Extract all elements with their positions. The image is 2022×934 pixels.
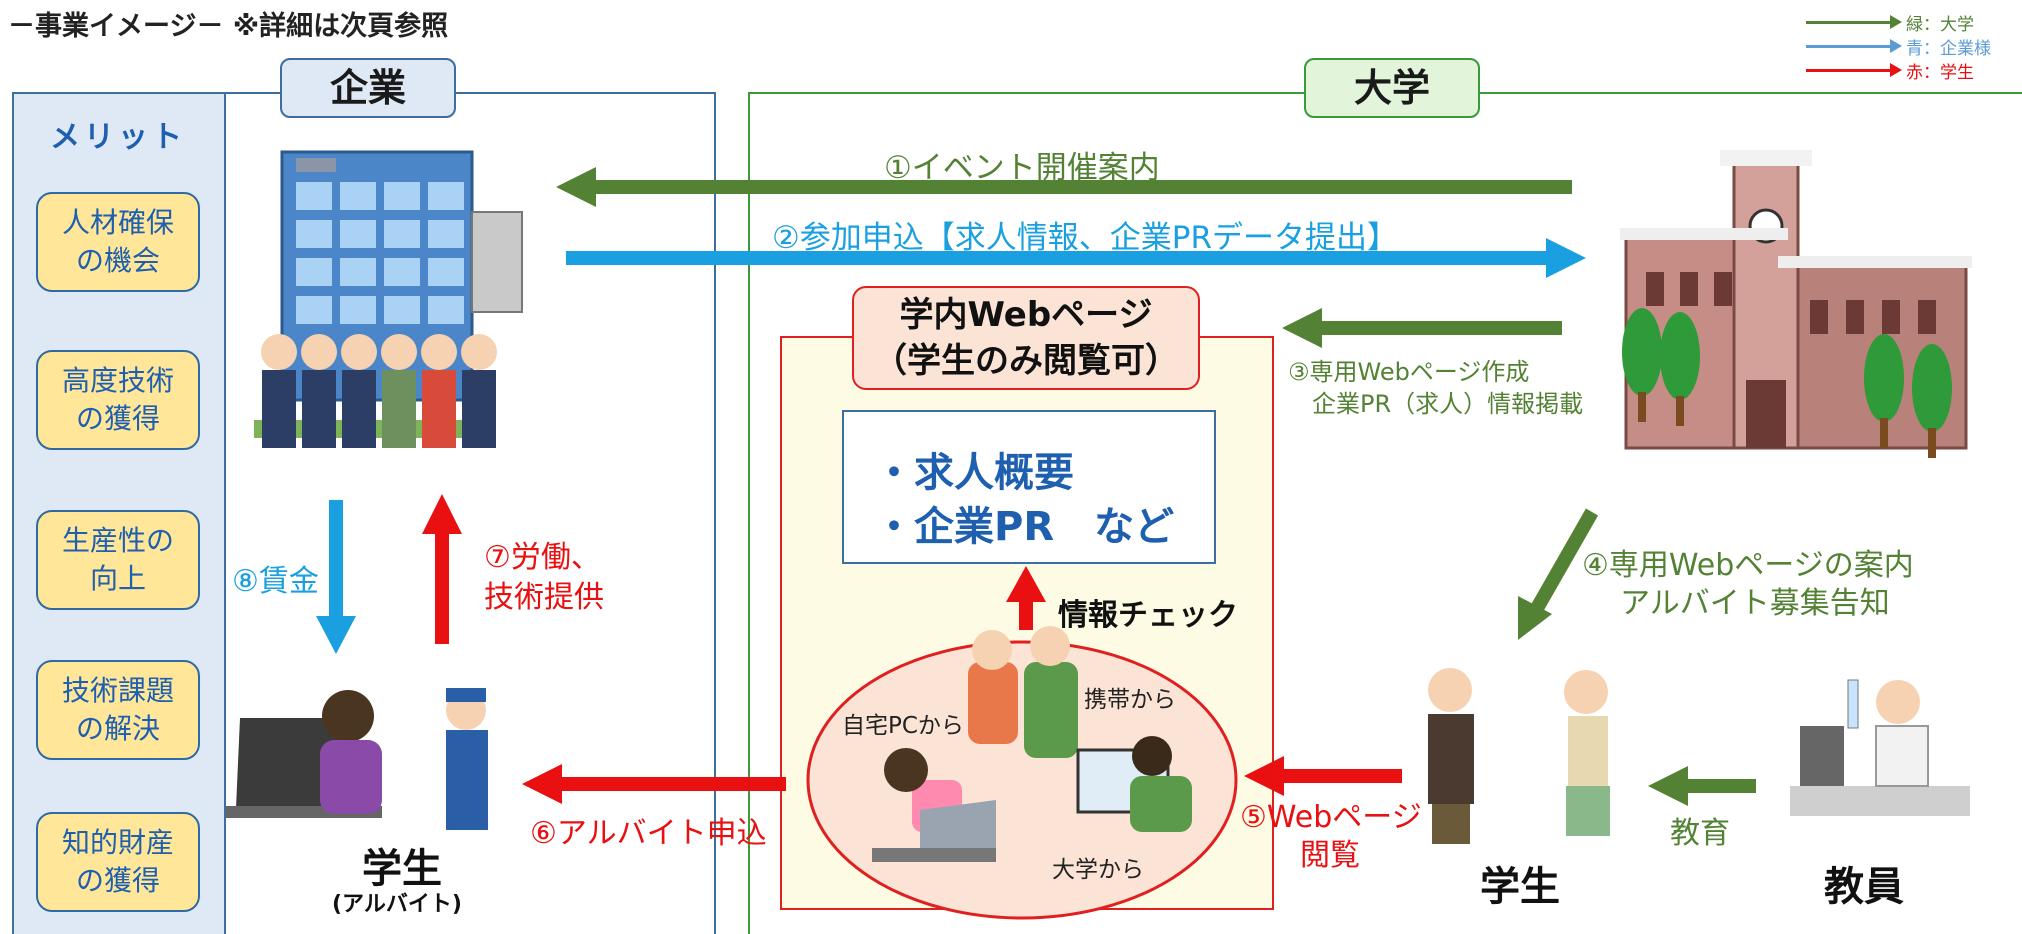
arrow-info-check [1006, 566, 1046, 630]
university-header: 大学 [1304, 58, 1480, 118]
label-mobile: 携帯から [1084, 687, 1176, 713]
company-header: 企業 [280, 58, 456, 118]
arrow-part-time-application [522, 764, 786, 804]
label-step4-line2: アルバイト募集告知 [1620, 586, 1890, 621]
content-company-pr: ・企業PR など [874, 504, 1175, 550]
content-job-summary: ・求人概要 [874, 450, 1074, 496]
label-step3-line1: ③専用Webページ作成 [1288, 358, 1530, 386]
label-education: 教育 [1670, 816, 1730, 851]
label-from-university: 大学から [1052, 857, 1144, 883]
arrow-labor [422, 494, 462, 644]
label-student-company: 学生 [362, 846, 442, 892]
web-content-box: ・求人概要 ・企業PR など [842, 410, 1216, 564]
red-arrow-icon [1806, 63, 1902, 77]
legend-item-red: 赤：学生 [1806, 58, 1974, 83]
legend-item-blue: 青：企業様 [1806, 34, 1991, 59]
label-step2: ②参加申込【求人情報、企業PRデータ提出】 [772, 220, 1399, 256]
label-step1: ①イベント開催案内 [884, 150, 1160, 186]
label-step7-line1: ⑦労働、 [484, 540, 601, 575]
legend-item-green: 緑：大学 [1806, 10, 1974, 35]
label-step5-line1: ⑤Webページ [1240, 800, 1422, 835]
page-title: －事業イメージ－ ※詳細は次頁参照 [8, 11, 449, 42]
merit-item: 知的財産 の獲得 [36, 812, 200, 912]
company-staff-icon [261, 334, 497, 448]
green-arrow-icon [1806, 15, 1902, 29]
merit-item: 技術課題 の解決 [36, 660, 200, 760]
teacher-icon [1790, 679, 1970, 816]
arrow-education [1648, 766, 1756, 806]
label-info-check: 情報チェック [1058, 598, 1238, 633]
arrow-application [566, 238, 1586, 278]
merit-title: メリット [50, 120, 186, 155]
label-home-pc: 自宅PCから [842, 713, 964, 739]
merit-item: 高度技術 の獲得 [36, 350, 200, 450]
student-laptop-icon [226, 690, 382, 818]
university-building-icon [1620, 150, 1972, 458]
label-student-university: 学生 [1480, 864, 1560, 910]
company-building-icon [254, 150, 523, 438]
merit-item: 生産性の 向上 [36, 510, 200, 610]
worker-icon [446, 688, 488, 830]
arrow-wage [316, 500, 356, 654]
label-step6: ⑥アルバイト申込 [530, 816, 767, 851]
label-step3-line2: 企業PR（求人）情報掲載 [1312, 390, 1584, 418]
label-student-company-sub: (アルバイト) [332, 892, 462, 917]
label-step7-line2: 技術提供 [484, 580, 604, 615]
blue-arrow-icon [1806, 39, 1902, 53]
label-step4-line1: ④専用Webページの案内 [1582, 548, 1914, 583]
arrow-browse [1244, 756, 1402, 796]
arrow-event-guide [556, 167, 1572, 207]
label-teacher: 教員 [1824, 864, 1904, 910]
label-step8: ⑧賃金 [232, 564, 319, 599]
merit-item: 人材確保 の機会 [36, 192, 200, 292]
label-step5-line2: 閲覧 [1300, 838, 1360, 873]
access-ellipse [806, 626, 1238, 920]
web-page-title: 学内Webページ （学生のみ閲覧可） [852, 286, 1200, 390]
students-icon [1428, 668, 1610, 844]
arrow-webpage-creation [1282, 308, 1562, 348]
arrow-webpage-guide [1518, 508, 1599, 640]
